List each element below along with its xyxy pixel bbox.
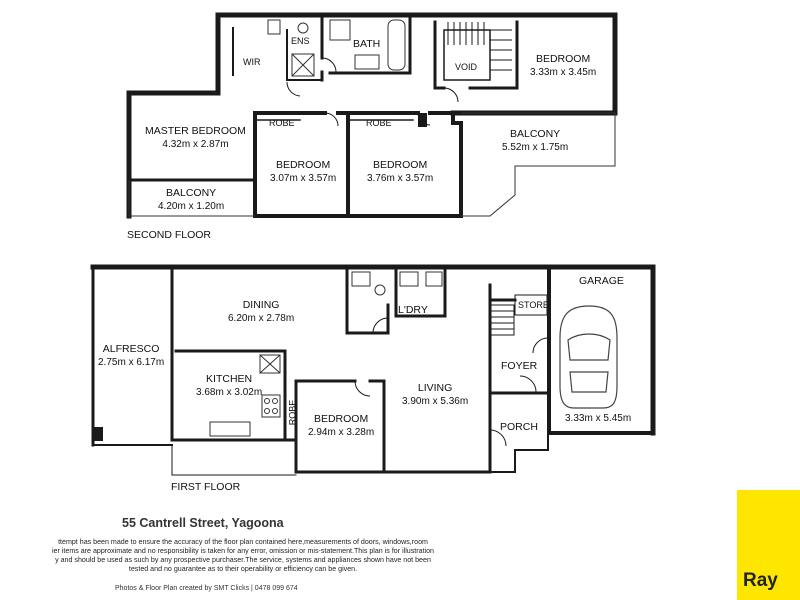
living-label: LIVING 3.90m x 5.36m	[402, 382, 468, 408]
master-bedroom-size: 4.32m x 2.87m	[162, 139, 229, 150]
kitchen-fixtures	[209, 354, 281, 437]
car-outline	[559, 305, 618, 409]
store-label: STORE	[518, 300, 549, 310]
void-label: VOID	[455, 62, 478, 72]
bedroom-ne-name: BEDROOM	[535, 53, 591, 65]
balcony-west-name: BALCONY	[165, 187, 217, 199]
bedroom-2-label: BEDROOM 3.07m x 3.57m	[270, 159, 336, 185]
column-ff	[93, 427, 103, 441]
porch-label: PORCH	[500, 421, 538, 433]
garage-size: 3.33m x 5.45m	[565, 413, 632, 424]
disclaimer-line: ier items are approximate and no respons…	[51, 547, 435, 555]
dining-size: 6.20m x 2.78m	[228, 313, 295, 324]
bathroom-fixtures	[267, 19, 406, 77]
alfresco-name: ALFRESCO	[102, 343, 160, 355]
balcony-east-label: BALCONY 5.52m x 1.75m	[502, 128, 568, 154]
master-bedroom-label: MASTER BEDROOM 4.32m x 2.87m	[145, 125, 246, 151]
bath-label: BATH	[353, 38, 381, 50]
column	[418, 113, 427, 127]
second-floor-stairs	[447, 22, 512, 71]
balcony-west-label: BALCONY 4.20m x 1.20m	[158, 187, 224, 213]
first-floor-walls	[90, 264, 656, 476]
robe-label-2: ROBE	[366, 118, 392, 128]
first-floor-stairs	[488, 294, 548, 336]
bedroom-3-size: 3.76m x 3.57m	[367, 173, 434, 184]
balcony-east-name: BALCONY	[509, 128, 561, 140]
laundry-label: L'DRY	[398, 304, 428, 316]
kitchen-name: KITCHEN	[206, 373, 253, 385]
ens-label: ENS	[291, 36, 310, 46]
disclaimer-line: tested and no guarantee as to their oper…	[128, 565, 358, 573]
bedroom-ne-label: BEDROOM 3.33m x 3.45m	[530, 53, 596, 79]
alfresco-size: 2.75m x 6.17m	[98, 357, 165, 368]
bedroom-ff-size: 2.94m x 3.28m	[308, 427, 375, 438]
laundry-fixtures	[351, 271, 443, 296]
garage-name: GARAGE	[579, 275, 624, 287]
bedroom-3-label: BEDROOM 3.76m x 3.57m	[367, 159, 433, 185]
credits-text: Photos & Floor Plan created by SMT Click…	[115, 585, 298, 592]
dining-label: DINING 6.20m x 2.78m	[228, 299, 294, 325]
master-bedroom-name: MASTER BEDROOM	[145, 125, 246, 137]
bedroom-2-name: BEDROOM	[275, 159, 331, 171]
brand-text: Ray	[743, 570, 778, 591]
disclaimer: ttempt has been made to ensure the accur…	[18, 538, 468, 574]
brand-logo: Ray	[737, 490, 800, 600]
living-name: LIVING	[417, 382, 453, 394]
door-swings-second	[286, 57, 459, 127]
windows-first	[170, 290, 470, 474]
second-floor-label: SECOND FLOOR	[127, 229, 212, 241]
wir-label: WIR	[243, 57, 261, 67]
alfresco-label: ALFRESCO 2.75m x 6.17m	[98, 343, 164, 369]
disclaimer-line: ttempt has been made to ensure the accur…	[58, 538, 428, 546]
bedroom-ff-label: BEDROOM 2.94m x 3.28m	[308, 413, 374, 439]
kitchen-label: KITCHEN 3.68m x 3.02m	[196, 373, 262, 399]
kitchen-size: 3.68m x 3.02m	[196, 387, 263, 398]
windows-second	[127, 120, 432, 218]
property-address: 55 Cantrell Street, Yagoona	[122, 516, 284, 530]
robe-label-1: ROBE	[269, 118, 295, 128]
foyer-label: FOYER	[501, 360, 538, 372]
bedroom-ff-name: BEDROOM	[313, 413, 369, 425]
bedroom-ne-size: 3.33m x 3.45m	[530, 67, 597, 78]
robe-label-ff: ROBE	[287, 399, 298, 426]
door-swings-first	[354, 317, 549, 447]
balcony-east-size: 5.52m x 1.75m	[502, 142, 569, 153]
first-floor-label: FIRST FLOOR	[171, 481, 241, 493]
bedroom-3-name: BEDROOM	[372, 159, 428, 171]
bedroom-2-size: 3.07m x 3.57m	[270, 173, 337, 184]
dining-name: DINING	[242, 299, 280, 311]
balcony-west-size: 4.20m x 1.20m	[158, 201, 225, 212]
balcony-outlines	[128, 112, 616, 217]
disclaimer-line: y and should be used as such by any pros…	[55, 556, 431, 564]
living-size: 3.90m x 5.36m	[402, 396, 469, 407]
